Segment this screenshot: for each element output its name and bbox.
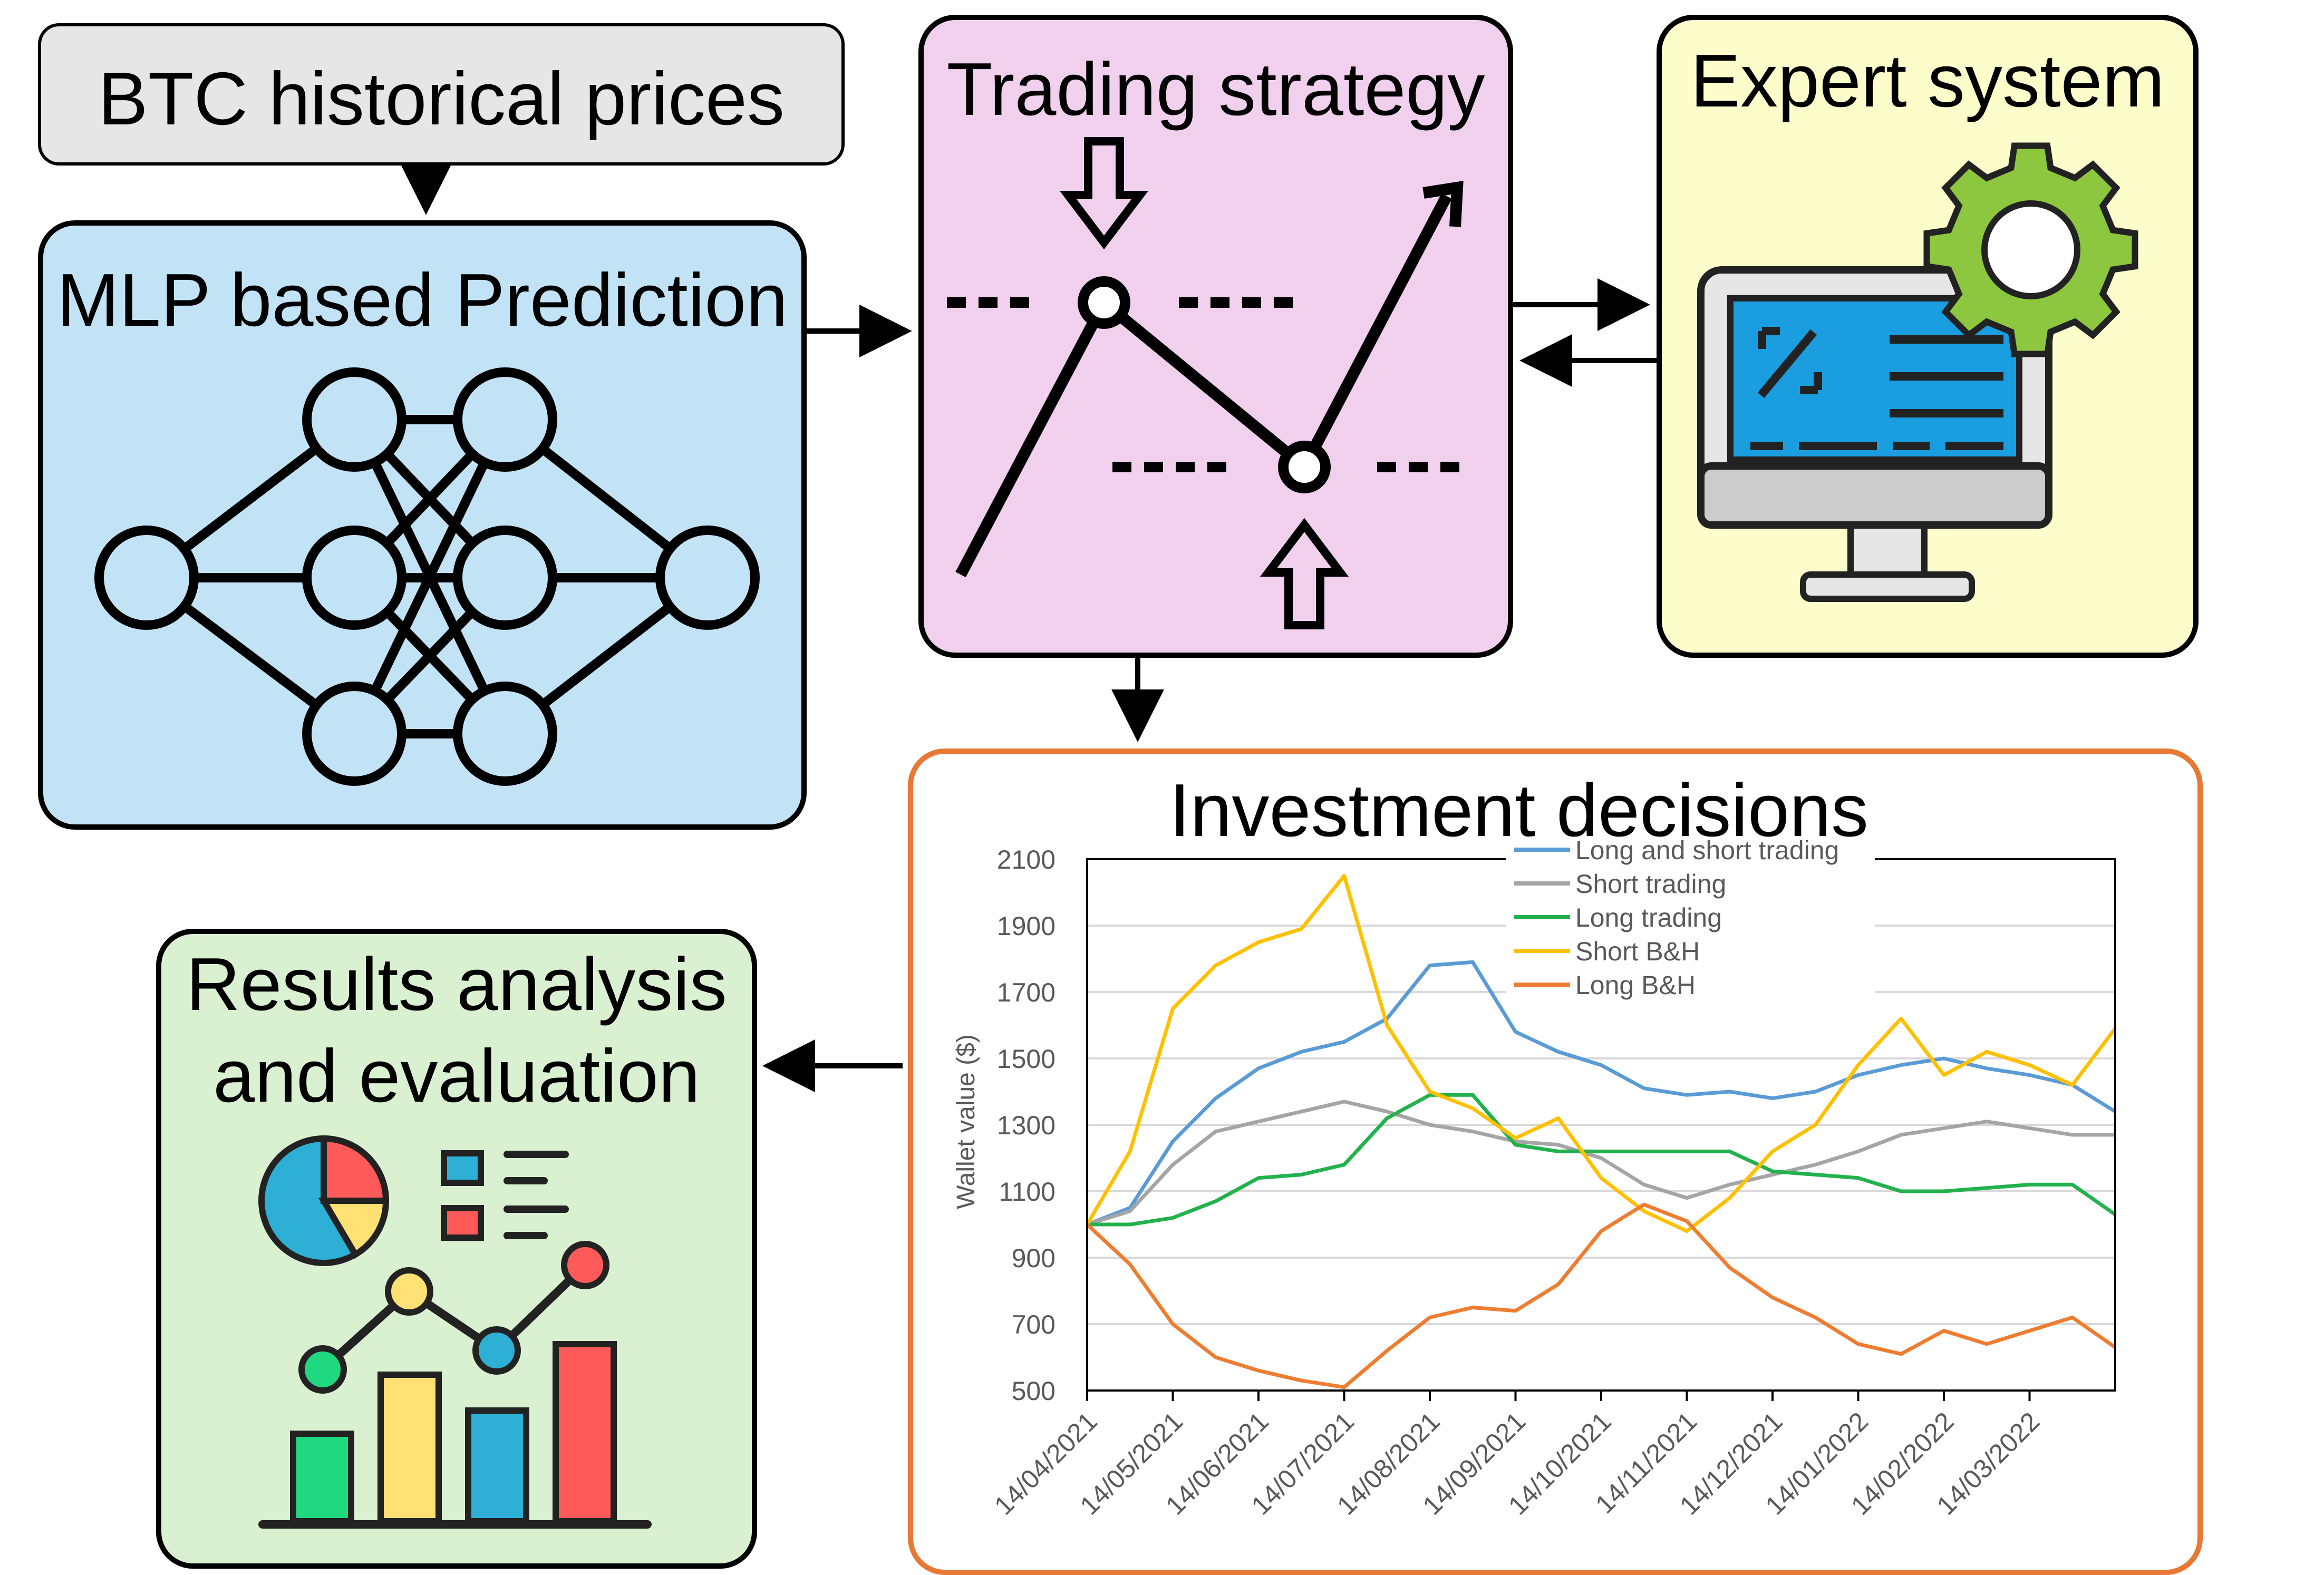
analytics-dashboard-icon: [258, 1135, 652, 1529]
expert-system-title: Expert system: [1690, 39, 2165, 123]
trading-strategy-icon: [947, 137, 1471, 629]
trading-strategy-block: Trading strategy: [918, 15, 1513, 658]
series-line-long-trading: [1087, 1093, 2117, 1227]
chart-x-tick-labels: 14/04/202114/05/202114/06/202114/07/2021…: [989, 1406, 2045, 1521]
flow-arrows: [400, 162, 1657, 1092]
chart-y-axis-label: Wallet value ($): [952, 1034, 980, 1209]
mlp-prediction-block: MLP based Prediction: [38, 220, 807, 830]
legend-background: [1506, 837, 1875, 1006]
results-analysis-block: Results analysis and evaluation: [156, 929, 757, 1569]
computer-gear-icon: [1697, 142, 2138, 602]
y-tick-label: 1700: [997, 978, 1056, 1007]
legend-label: Long B&H: [1575, 970, 1696, 1000]
series-line-short-trading: [1086, 1100, 2115, 1227]
results-analysis-title-line1: Results analysis: [186, 942, 727, 1026]
legend-label: Short B&H: [1575, 937, 1700, 966]
neural-network-icon: [94, 367, 760, 786]
legend-swatch-blue: [441, 1150, 484, 1186]
series-line-short-b-h: [1085, 874, 2117, 1233]
bar-red: [553, 1341, 617, 1524]
y-tick-label: 1300: [997, 1111, 1056, 1140]
chart-series-lines: [1085, 874, 2117, 1389]
series-line-long-b-h: [1086, 1202, 2117, 1389]
y-tick-label: 1100: [999, 1177, 1056, 1207]
legend-label: Long trading: [1575, 903, 1722, 932]
y-tick-label: 1500: [997, 1044, 1056, 1074]
y-tick-label: 900: [1012, 1243, 1056, 1273]
series-line-long-and-short-trading: [1086, 960, 2116, 1227]
bar-yellow: [377, 1372, 442, 1524]
y-tick-label: 1900: [997, 911, 1056, 941]
y-tick-label: 500: [1012, 1376, 1056, 1406]
legend-swatch-red: [441, 1205, 484, 1241]
mlp-prediction-title: MLP based Prediction: [56, 258, 788, 342]
legend-label: Long and short trading: [1575, 835, 1839, 865]
down-arrow-icon: [1059, 137, 1149, 250]
chart-y-tick-labels: 500 700 900 1100 1300 1500 1700 1900 2100: [997, 845, 1056, 1406]
trading-strategy-title: Trading strategy: [946, 47, 1485, 131]
up-arrow-icon: [1260, 518, 1349, 629]
y-tick-label: 2100: [997, 845, 1056, 874]
bar-green: [290, 1431, 354, 1524]
wallet-value-chart: 500 700 900 1100 1300 1500 1700 1900 2100 14/04/…: [952, 835, 2117, 1521]
results-analysis-title-line2: and evaluation: [213, 1034, 700, 1118]
bar-blue: [465, 1407, 529, 1524]
btc-prices-title: BTC historical prices: [98, 57, 785, 141]
y-tick-label: 700: [1012, 1310, 1056, 1339]
legend-label: Short trading: [1575, 869, 1726, 899]
btc-prices-block: BTC historical prices: [38, 23, 845, 166]
